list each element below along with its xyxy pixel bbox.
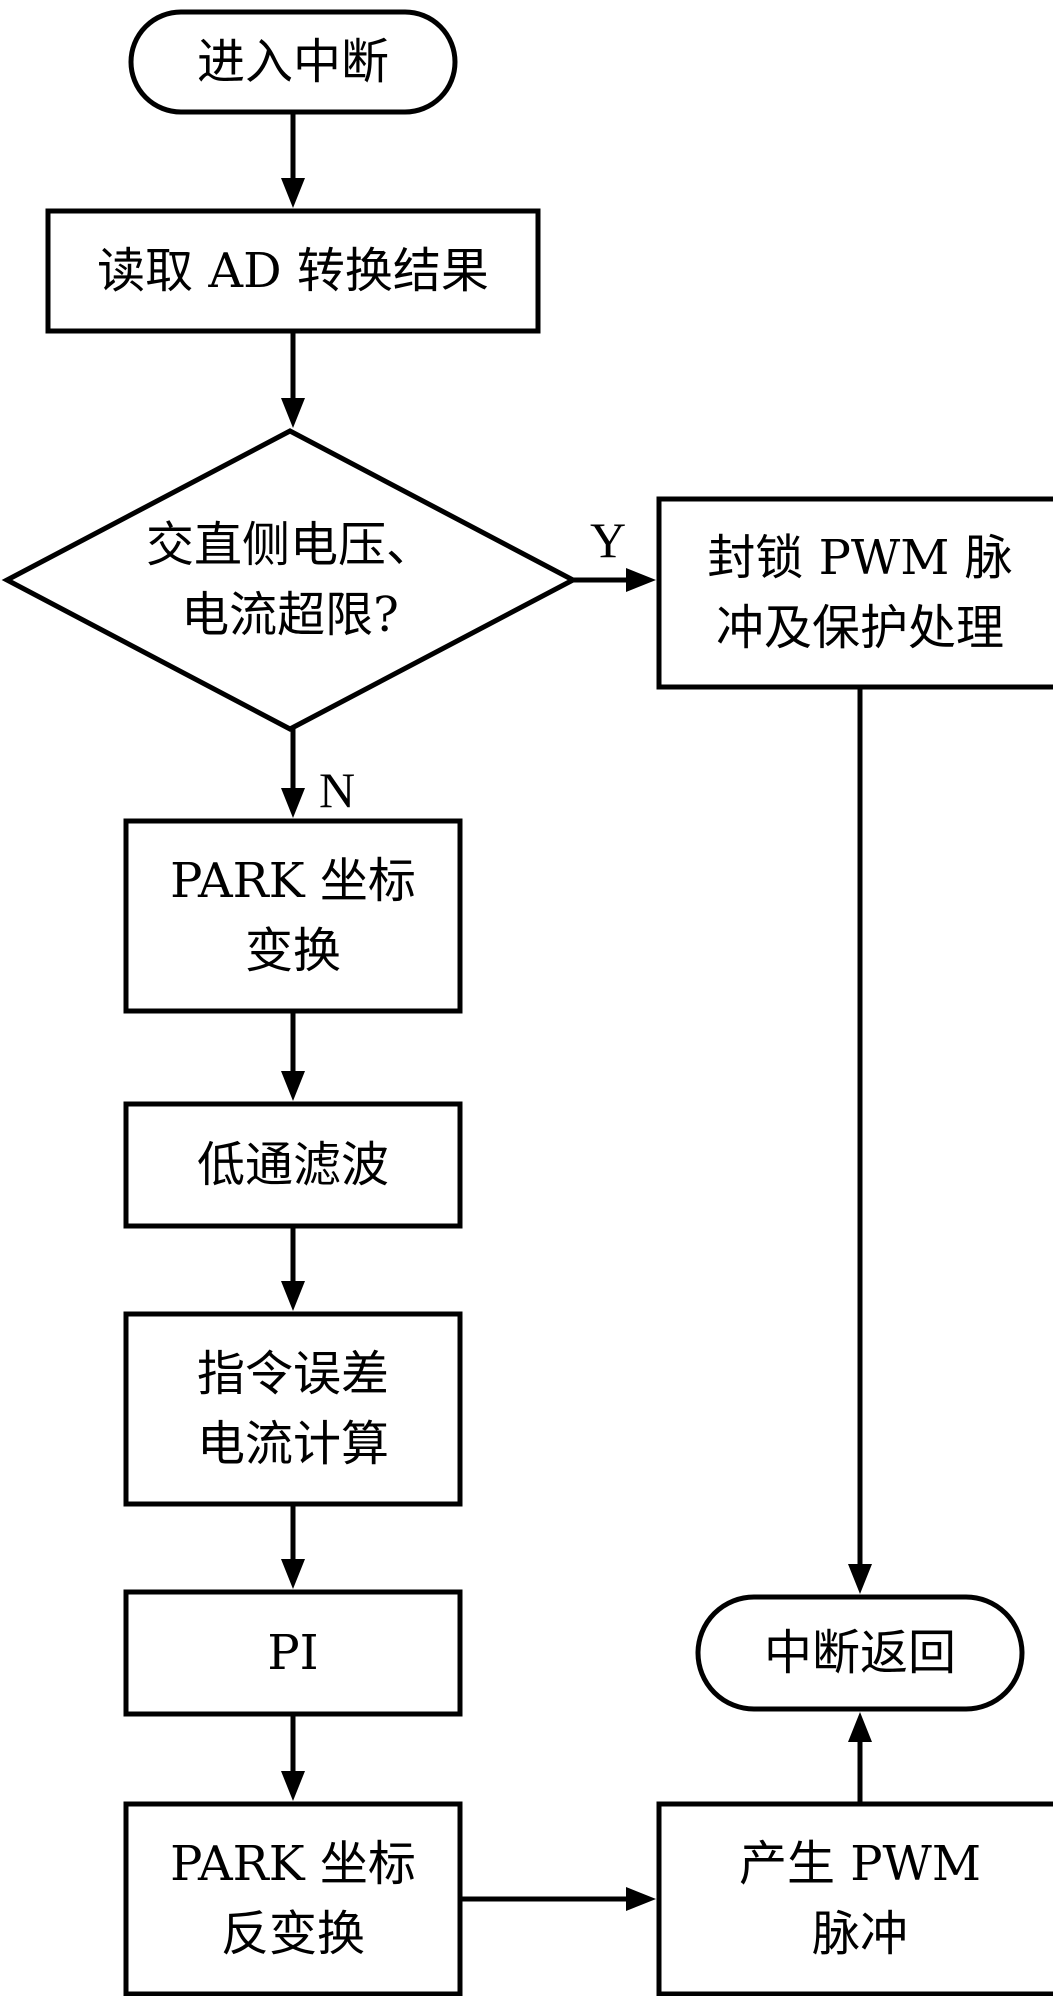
- node-label: 交直侧电压、: [146, 517, 434, 573]
- node-pi: PI: [123, 1589, 463, 1717]
- node-label: PARK 坐标: [170, 853, 416, 909]
- process-box: [45, 208, 541, 334]
- process-box: [123, 1101, 463, 1229]
- node-check-limit: 交直侧电压、电流超限?: [1, 428, 579, 732]
- node-label: PI: [267, 1625, 318, 1681]
- node-start: 进入中断: [128, 9, 458, 115]
- arrowhead: [281, 1071, 305, 1101]
- arrowhead: [626, 568, 656, 592]
- process-box: [123, 818, 463, 1014]
- edge-label-n: N: [319, 762, 355, 818]
- node-label: 进入中断: [197, 34, 389, 90]
- node-label: 指令误差: [197, 1346, 389, 1402]
- terminal-shape: [695, 1594, 1025, 1712]
- node-return: 中断返回: [695, 1594, 1025, 1712]
- node-gen-pwm: 产生 PWM 脉冲: [656, 1801, 1053, 1996]
- arrowhead: [281, 1559, 305, 1589]
- node-label: 中断返回: [764, 1625, 956, 1681]
- node-label: 低通滤波: [197, 1137, 389, 1193]
- node-label: 变换: [245, 923, 341, 979]
- terminal-shape: [128, 9, 458, 115]
- node-label: 产生 PWM: [739, 1836, 981, 1892]
- arrowhead: [848, 1712, 872, 1742]
- arrowhead: [281, 1281, 305, 1311]
- process-box: [123, 1589, 463, 1717]
- arrowhead: [626, 1887, 656, 1911]
- process-box: [123, 1801, 463, 1996]
- arrowhead: [281, 398, 305, 428]
- arrowhead: [848, 1564, 872, 1594]
- process-box: [656, 1801, 1053, 1996]
- arrowhead: [281, 788, 305, 818]
- node-label: 读取 AD 转换结果: [97, 243, 489, 299]
- node-label: 冲及保护处理: [716, 600, 1004, 656]
- decision-diamond: [1, 428, 579, 732]
- arrowhead: [281, 178, 305, 208]
- process-box: [656, 496, 1053, 690]
- node-label: 电流超限?: [181, 587, 399, 643]
- node-label: 封锁 PWM 脉: [707, 530, 1012, 586]
- node-label: 反变换: [221, 1906, 365, 1962]
- edge-label-y: Y: [590, 512, 626, 568]
- arrowhead: [281, 1771, 305, 1801]
- node-read-ad: 读取 AD 转换结果: [45, 208, 541, 334]
- node-label: PARK 坐标: [170, 1836, 416, 1892]
- node-label: 脉冲: [812, 1906, 908, 1962]
- node-lowpass: 低通滤波: [123, 1101, 463, 1229]
- node-label: 电流计算: [197, 1416, 389, 1472]
- process-box: [123, 1311, 463, 1507]
